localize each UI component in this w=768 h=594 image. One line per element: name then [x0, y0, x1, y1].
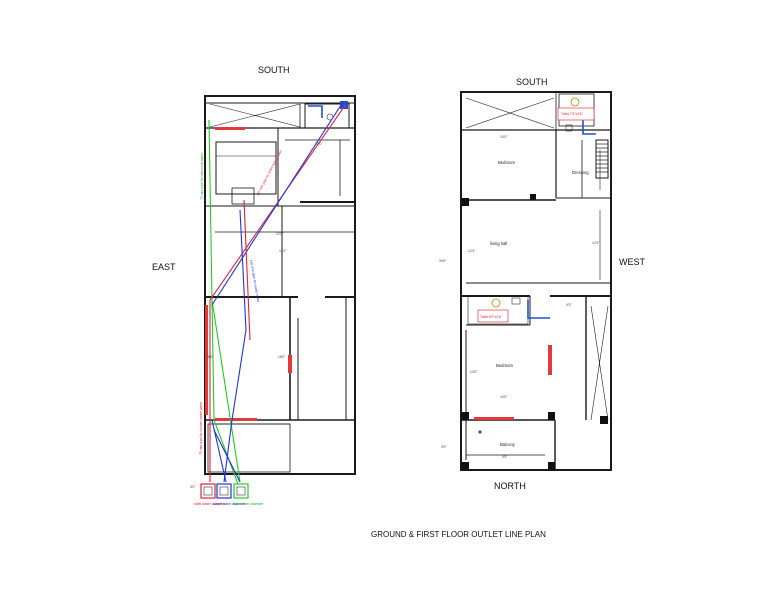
ff-window-bottom — [474, 417, 514, 420]
first-floor-plan: Bedroom Dressing living hall Bedroom Bal… — [439, 77, 646, 491]
red-pipe-line — [209, 103, 347, 482]
ff-room-bedroom-top: Bedroom — [498, 160, 516, 165]
ff-dim-6: 4'3" — [566, 303, 572, 307]
ff-columns — [461, 194, 608, 470]
green-chamber-label: Rain water chamber — [233, 502, 264, 506]
ff-dim-2: 12'4" — [468, 249, 476, 253]
ff-dim-5: 10'0" — [500, 395, 508, 399]
gf-window-top — [215, 127, 245, 130]
gf-dim-0: 3'0" — [190, 485, 196, 489]
gf-door-blue — [308, 105, 323, 118]
green-chamber — [233, 483, 249, 499]
red-pipe-label: 110 mm pipe for toilet waste water — [255, 148, 283, 196]
ff-basin-bottom — [511, 297, 521, 305]
ground-floor-plan: SOUTH EAST 3'0" 10'0" 12'0" 12'0" 18'0" … — [152, 65, 356, 506]
gf-chambers — [200, 483, 249, 499]
ff-dim-0: 10'0" — [500, 135, 508, 139]
ff-dim-1: 30'6" — [439, 259, 447, 263]
blue-chamber-label: waste water chamber — [213, 502, 246, 506]
ff-wc-top — [570, 97, 580, 107]
blue-pipe-top — [211, 101, 344, 306]
ff-toilet-bottom-label: Toilet 6'0"x4'6" — [480, 315, 503, 319]
ff-wc-bottom — [491, 298, 501, 308]
sheet-title: GROUND & FIRST FLOOR OUTLET LINE PLAN — [371, 530, 546, 539]
gf-compass-east: EAST — [152, 262, 176, 272]
ff-door-bottom — [527, 300, 550, 319]
gf-compass-south: SOUTH — [258, 65, 290, 75]
red-chamber — [200, 483, 216, 499]
ff-window-right — [548, 345, 552, 375]
ff-dim-4: 13'0" — [470, 370, 478, 374]
blue-pipe-label: 110 mm pipe for waste water — [249, 259, 261, 303]
ff-basin-top — [565, 124, 573, 132]
ff-room-bedroom-bottom: Bedroom — [496, 363, 514, 368]
ff-toilet-bottom-tag — [477, 309, 509, 323]
ff-toilet-top-label: Toilet 7'3"x4'6" — [561, 112, 584, 116]
blue-pipe-line — [223, 209, 247, 483]
green-pipe-branch — [211, 299, 241, 483]
green-pipe-line — [208, 119, 239, 485]
gf-window-bottom — [215, 418, 257, 421]
gf-dim-3: 12'0" — [279, 249, 287, 253]
red-chamber-label: toilet waste chamber — [194, 502, 226, 506]
ff-room-living: living hall — [490, 241, 507, 246]
red-pipe-branch — [243, 199, 251, 341]
ground-floor-walls — [204, 95, 356, 475]
gf-outlet-blue — [340, 101, 348, 109]
ff-compass-north: NORTH — [494, 481, 526, 491]
gf-red-wall-segment — [205, 305, 208, 415]
gf-dim-4: 18'0" — [206, 355, 214, 359]
gf-pipe-lines — [208, 101, 347, 485]
green-lower-pipe-label: 75 mm pipe for kitchen waste water — [199, 401, 203, 455]
ff-toilet-top-tag — [557, 107, 595, 121]
blue-chamber — [216, 483, 232, 499]
ff-stairs — [595, 139, 609, 179]
ff-compass-south: SOUTH — [516, 77, 548, 87]
gf-toilet-box — [304, 103, 350, 129]
ff-door-top — [582, 116, 596, 135]
gf-window-mid — [288, 355, 292, 373]
ff-room-dressing: Dressing — [572, 170, 589, 175]
gf-dim-2: 12'0" — [276, 232, 284, 236]
ff-compass-west: WEST — [619, 257, 646, 267]
gf-dim-1: 10'0" — [315, 142, 323, 146]
ff-dim-7: 3'9" — [441, 445, 447, 449]
gf-dim-5: 18'0" — [278, 355, 286, 359]
blue-pipe-branch — [213, 429, 241, 483]
ff-dim-8: 4'9" — [502, 455, 508, 459]
ff-room-balcony: Balcony — [500, 442, 516, 447]
green-pipe-label: 75 mm pipe for bathroom water — [200, 152, 204, 200]
first-floor-walls — [460, 91, 612, 471]
ff-dim-3: 12'4" — [592, 241, 600, 245]
ff-outlet-point — [478, 430, 482, 434]
